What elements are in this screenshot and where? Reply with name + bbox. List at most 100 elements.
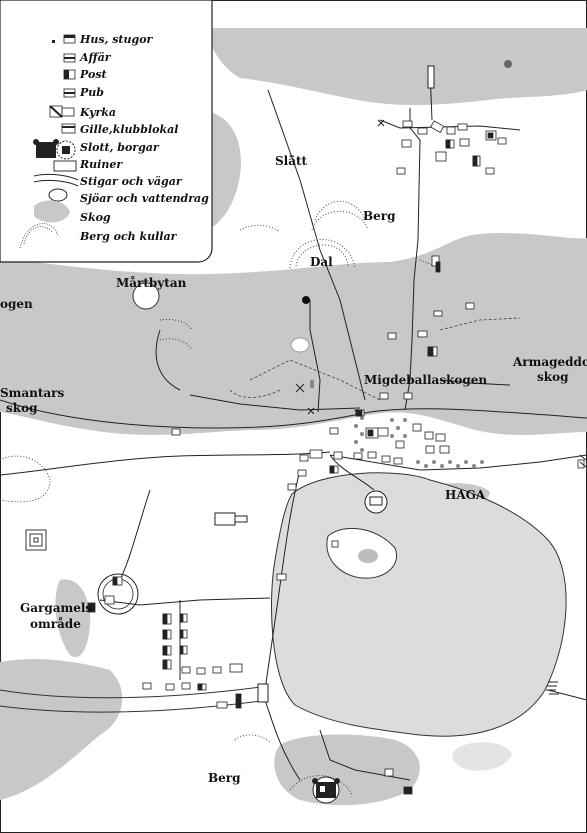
hill-east — [419, 259, 441, 269]
lakes-icon — [48, 188, 68, 202]
post-mark — [435, 261, 441, 273]
guild-icon — [61, 123, 76, 134]
label-martbytan: Mårtbytan — [116, 275, 187, 290]
east-fence — [546, 454, 587, 695]
house — [142, 682, 152, 690]
house — [425, 445, 435, 454]
post-mark — [427, 346, 434, 357]
legend-label-paths: Stigar och vägar — [80, 175, 183, 188]
house — [395, 440, 405, 449]
road-south-east — [319, 729, 411, 781]
post-mark — [445, 139, 451, 149]
house — [384, 768, 394, 777]
label-armageddon-2: skog — [537, 370, 569, 384]
label-gargamels: Gargamels — [20, 601, 92, 615]
maze-ruin — [25, 529, 47, 551]
hill-dal-2 — [295, 244, 349, 267]
boathouse — [369, 496, 383, 506]
house — [431, 255, 440, 267]
label-dal: Dal — [310, 255, 333, 269]
legend-label-hills: Berg och kullar — [79, 230, 178, 243]
church-mark — [403, 786, 413, 795]
house — [196, 667, 206, 675]
north-gate-tower — [427, 65, 435, 89]
legend-label-castle: Slott, borgar — [80, 141, 160, 154]
guild-hall — [377, 427, 389, 437]
house — [403, 392, 413, 400]
post-mark — [179, 629, 184, 639]
house — [379, 392, 389, 400]
post-icon-mark — [64, 70, 69, 79]
legend-label-lakes: Sjöar och vattendrag — [80, 192, 209, 205]
house — [216, 701, 228, 709]
hills-icon — [19, 223, 59, 249]
paths-icon-2 — [33, 179, 79, 187]
house — [439, 445, 450, 454]
house — [171, 428, 181, 436]
church-icon-mark — [49, 105, 63, 118]
path-forest-2 — [229, 389, 281, 398]
church-annex-icon — [61, 107, 75, 117]
house — [212, 666, 222, 674]
road-gargamel — [99, 597, 271, 606]
post-mark — [472, 155, 478, 167]
legend-label-ruins: Ruiner — [79, 158, 123, 171]
label-gargamels-2: område — [30, 616, 81, 631]
legend-label-church: Kyrka — [79, 106, 116, 119]
island-grove — [358, 549, 378, 563]
house-small-icon — [52, 40, 55, 43]
road-martbytan — [155, 329, 181, 391]
road-slatt — [267, 89, 366, 401]
hill-west — [0, 455, 51, 503]
north-well — [504, 60, 512, 68]
house-dark — [235, 693, 242, 709]
house — [287, 483, 297, 491]
legend-label-shop: Affär — [79, 51, 112, 64]
forest-south-east-light — [452, 742, 512, 771]
house — [412, 423, 422, 432]
bridge — [257, 683, 269, 703]
post-mark — [162, 659, 168, 670]
house — [430, 120, 445, 134]
house — [333, 451, 343, 460]
house — [181, 666, 191, 674]
house-roof — [64, 35, 75, 38]
house — [417, 127, 428, 135]
roads — [0, 69, 587, 781]
house — [104, 595, 115, 605]
road-east-west — [0, 399, 587, 429]
house — [276, 573, 287, 581]
house — [435, 151, 447, 162]
house — [381, 455, 391, 463]
house — [497, 137, 507, 145]
pub — [309, 449, 323, 459]
house — [387, 332, 397, 340]
hill-berg-north — [314, 200, 366, 221]
road-dal — [309, 300, 321, 413]
house — [465, 302, 475, 310]
label-smantars: Smantars — [0, 386, 65, 400]
house — [401, 139, 412, 148]
post-mark — [329, 465, 335, 474]
label-haga: HAGA — [445, 488, 486, 502]
pub-mark — [64, 92, 75, 94]
road-sw — [119, 489, 151, 581]
house — [165, 683, 175, 691]
ruins-marks — [295, 119, 385, 415]
post-mark — [179, 613, 184, 623]
post-mark — [197, 683, 203, 691]
house — [367, 451, 377, 459]
pond-dal — [290, 337, 310, 353]
path-east — [439, 317, 521, 331]
ruin-west — [214, 512, 236, 526]
label-berg-south: Berg — [208, 771, 241, 785]
gargamel-ring — [97, 573, 139, 615]
island-house — [331, 540, 339, 548]
house — [181, 682, 191, 690]
house — [329, 427, 339, 435]
buildings — [87, 120, 585, 795]
shop-mark — [64, 57, 75, 59]
road-to-boathouse — [329, 454, 375, 491]
label-migdeballaskogen: Migdeballaskogen — [364, 373, 487, 387]
